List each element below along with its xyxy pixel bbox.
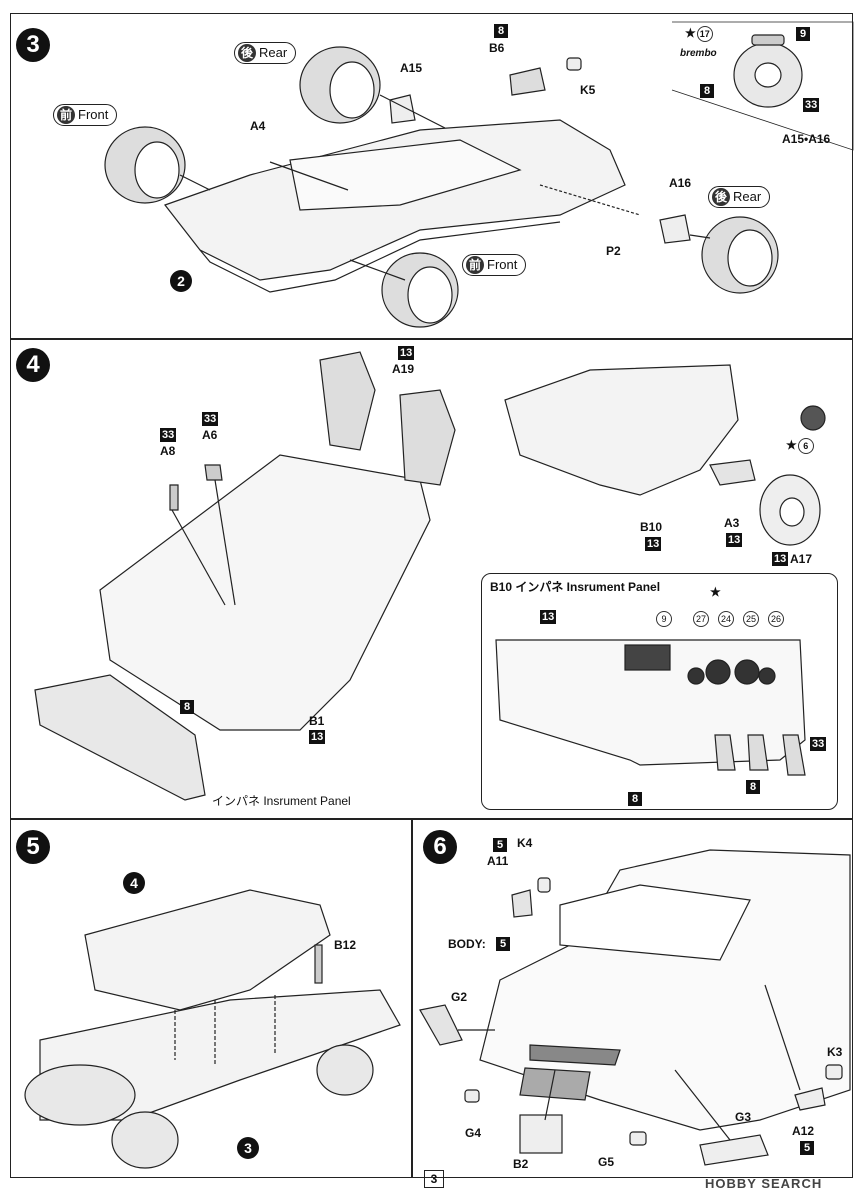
inset-code-panel: 13 <box>540 610 557 624</box>
part-b1: B1 <box>309 714 325 728</box>
color-code-b1: 13 <box>309 730 326 744</box>
color-code-a3: 13 <box>726 533 743 547</box>
part-a19: A19 <box>392 362 415 376</box>
color-code-a12: 5 <box>800 1141 814 1155</box>
paint-26: 26 <box>768 611 784 627</box>
part-a8: A8 <box>160 444 176 458</box>
paint-17: 17 <box>696 26 713 42</box>
step5-number: 5 <box>16 830 50 864</box>
inset-caption: A15•A16 <box>782 132 831 146</box>
color-code-b10: 13 <box>645 537 662 551</box>
part-p2: P2 <box>606 244 621 258</box>
part-b2: B2 <box>513 1157 529 1171</box>
paint-24: 24 <box>718 611 734 627</box>
rear-text: Rear <box>259 45 288 60</box>
part-g5: G5 <box>598 1155 615 1169</box>
inset-code-8: 8 <box>700 84 714 98</box>
ref-step-4: 4 <box>123 872 145 894</box>
inset-star-17: ★17 <box>685 26 714 42</box>
inset-code-9: 9 <box>796 27 810 41</box>
part-b12: B12 <box>334 938 357 952</box>
rear-text: Rear <box>733 189 762 204</box>
paint-6: 6 <box>797 438 814 454</box>
step3-frame <box>10 13 853 340</box>
step5-frame <box>10 818 413 1178</box>
inset-code-pedals: 8 <box>746 780 760 794</box>
inset-code-33: 33 <box>803 98 820 112</box>
body-label: BODY: <box>448 937 486 951</box>
page-number: 3 <box>424 1170 444 1188</box>
part-a4: A4 <box>250 119 266 133</box>
step4-frame <box>10 338 853 820</box>
color-code-b6: 8 <box>494 24 508 38</box>
color-code-a11: 5 <box>493 838 507 852</box>
ref-step-2: 2 <box>170 270 192 292</box>
front-wheel-left-art <box>104 126 186 204</box>
brembo-logo: brembo <box>680 48 717 59</box>
inset-star: ★ <box>710 585 721 599</box>
rear-wheel-top-art <box>299 46 381 124</box>
part-k4: K4 <box>517 836 533 850</box>
step6-frame <box>411 818 853 1178</box>
part-a16: A16 <box>669 176 692 190</box>
step6-number: 6 <box>423 830 457 864</box>
part-k3: K3 <box>827 1045 843 1059</box>
part-g2: G2 <box>451 990 468 1004</box>
inset-code-pedal-right: 33 <box>810 737 827 751</box>
part-b6: B6 <box>489 41 505 55</box>
color-code-body: 5 <box>496 937 510 951</box>
step4-number: 4 <box>16 348 50 382</box>
front-wheel-bottom-art <box>381 252 459 328</box>
paint-star-6: ★6 <box>786 438 815 454</box>
part-a11: A11 <box>487 854 509 868</box>
rear-kanji: 後 <box>712 188 730 206</box>
rear-wheel-right-art <box>701 216 779 294</box>
part-b10: B10 <box>640 520 663 534</box>
color-code-a19: 13 <box>398 346 415 360</box>
ref-step-3: 3 <box>237 1137 259 1159</box>
panel-caption: インパネ Insrument Panel <box>212 794 351 808</box>
watermark: HOBBY SEARCH <box>705 1176 823 1191</box>
color-code-floor: 8 <box>180 700 194 714</box>
part-g4: G4 <box>465 1126 482 1140</box>
part-a15: A15 <box>400 61 423 75</box>
front-kanji: 前 <box>466 256 484 274</box>
part-a3: A3 <box>724 516 740 530</box>
inset-paints: 9 27 24 25 26 <box>655 611 785 627</box>
step3-number: 3 <box>16 28 50 62</box>
part-a12: A12 <box>792 1124 815 1138</box>
color-code-a6: 33 <box>202 412 219 426</box>
rear-kanji: 後 <box>238 44 256 62</box>
paint-9: 9 <box>656 611 672 627</box>
front-text: Front <box>487 257 518 272</box>
inset-title: B10 インパネ Insrument Panel <box>490 580 661 594</box>
color-code-a8: 33 <box>160 428 177 442</box>
inset-code-bottom: 8 <box>628 792 642 806</box>
paint-25: 25 <box>743 611 759 627</box>
part-a17: A17 <box>790 552 813 566</box>
part-a6: A6 <box>202 428 218 442</box>
part-k5: K5 <box>580 83 596 97</box>
front-text: Front <box>78 107 109 122</box>
instrument-panel-inset <box>481 573 838 810</box>
paint-27: 27 <box>693 611 709 627</box>
front-kanji: 前 <box>57 106 75 124</box>
color-code-a17: 13 <box>772 552 789 566</box>
part-g3: G3 <box>735 1110 752 1124</box>
